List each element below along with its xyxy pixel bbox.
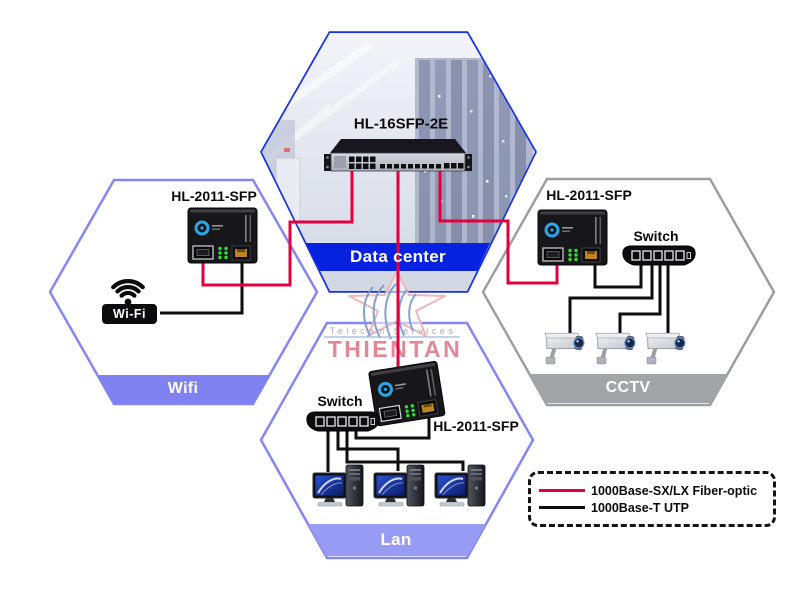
legend-row-utp: 1000Base-T UTP (539, 501, 769, 515)
wifi-label-box (102, 304, 157, 324)
wifi-icon-dot (124, 298, 132, 306)
wifi-ap-label: Wi-Fi (113, 307, 146, 321)
utp-line-label: 1000Base-T UTP (591, 500, 689, 515)
fiber-line-label: 1000Base-SX/LX Fiber-optic (591, 483, 758, 498)
utp-cables (160, 258, 670, 472)
utp-cctv-switch-to-cam1 (568, 262, 654, 333)
legend: 1000Base-SX/LX Fiber-optic 1000Base-T UT… (528, 471, 776, 527)
legend-row-fiber: 1000Base-SX/LX Fiber-optic (539, 484, 769, 498)
cctv-banner-label: CCTV (605, 379, 651, 396)
watermark-subtitle: Telecom Services (330, 326, 457, 336)
utp-lan-switch-to-pc3 (345, 430, 465, 471)
cctv-switch-label: Switch (633, 228, 679, 244)
lan-converter-label: HL-2011-SFP (433, 418, 519, 434)
fiber-line-swatch (539, 489, 585, 492)
cctv-hexagon (481, 177, 776, 407)
datacenter-banner-label: Data center (350, 247, 446, 266)
lan-banner (308, 524, 486, 556)
wifi-converter-label: HL-2011-SFP (171, 188, 257, 204)
lan-switch-label: Switch (317, 393, 363, 409)
wifi-banner-label: Wifi (167, 380, 199, 397)
fiber-datacenter-to-wifi (201, 168, 354, 287)
fiber-cables (201, 168, 559, 371)
devices (102, 139, 696, 507)
utp-cctv-converter-to-switch (593, 258, 643, 289)
wifi-icon (111, 279, 145, 298)
media-converter-cctv (536, 208, 609, 267)
wifi-banner (97, 375, 270, 403)
media-converter-lan (367, 359, 447, 428)
rack-switch-hl16sfp2e (324, 139, 472, 172)
switch-cctv (622, 245, 696, 266)
utp-wifi-converter-to-ap (160, 258, 244, 315)
utp-line-swatch (539, 506, 585, 509)
watermark-brand: THIENTAN (328, 336, 463, 362)
wifi-hexagon (48, 178, 319, 406)
switch-lan (306, 411, 380, 432)
lan-banner-label: Lan (380, 530, 412, 549)
fiber-datacenter-to-cctv (438, 168, 559, 285)
utp-cctv-switch-to-cam2 (618, 262, 662, 333)
cctv-converter-label: HL-2011-SFP (546, 187, 632, 203)
cctv-banner (529, 374, 728, 403)
utp-lan-switch-to-pc2 (336, 430, 400, 471)
datacenter-device-label: HL-16SFP-2E (353, 115, 449, 133)
media-converter-wifi (186, 206, 259, 265)
utp-lan-converter-to-switch (354, 406, 431, 440)
